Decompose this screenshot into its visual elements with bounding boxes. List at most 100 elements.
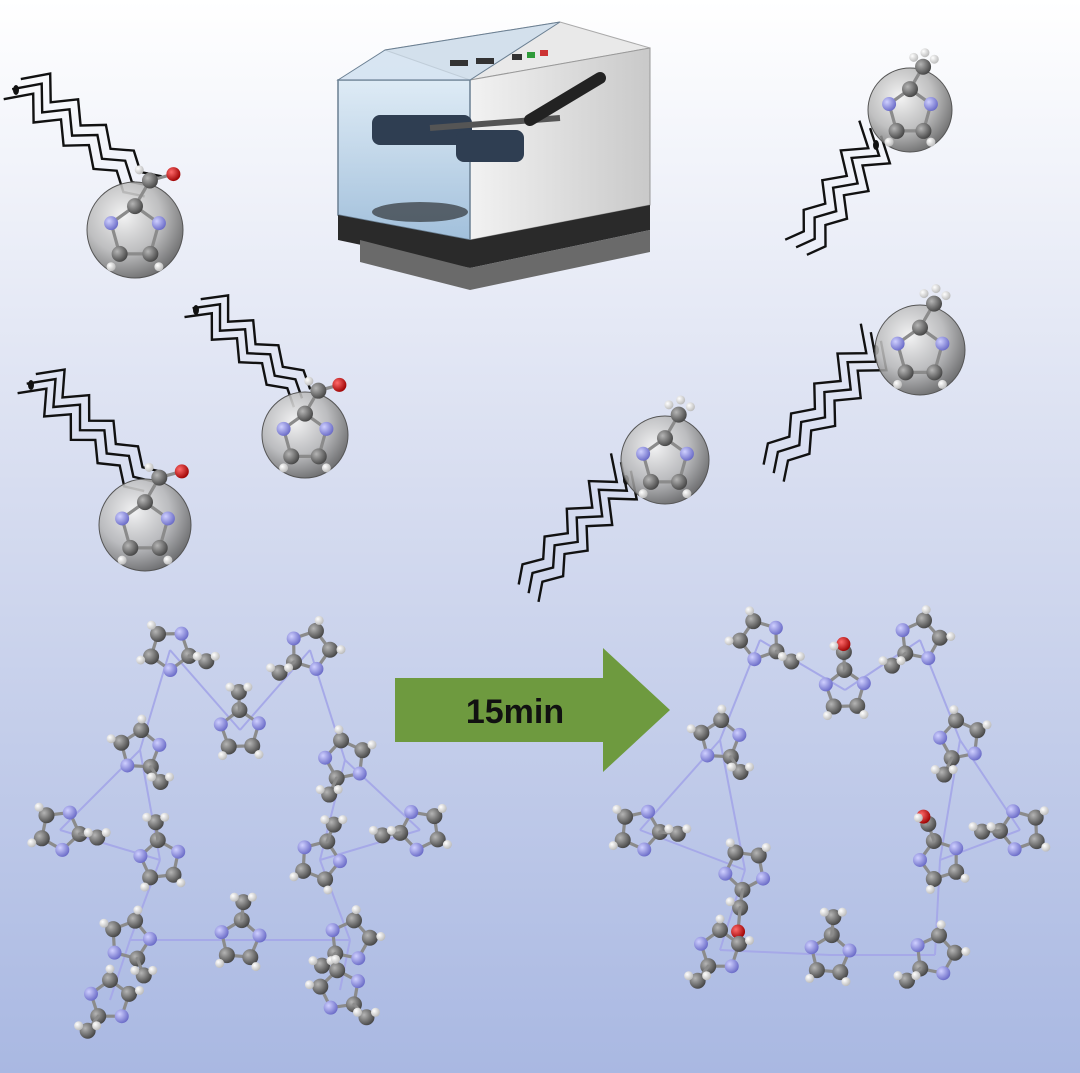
atom (198, 653, 215, 670)
atom (254, 750, 264, 760)
imidazole-molecule-icon (968, 804, 1051, 857)
atom (725, 897, 735, 907)
atom (312, 978, 329, 995)
atom (137, 714, 147, 724)
imidazole-molecule-icon (636, 395, 695, 499)
atom (684, 971, 694, 981)
atom (895, 623, 910, 638)
atom (310, 448, 327, 465)
atom (913, 813, 923, 823)
atom (756, 871, 771, 886)
atom (247, 892, 257, 902)
imidazole-molecule-icon (99, 905, 158, 984)
atom (693, 724, 710, 741)
atom (304, 376, 314, 386)
atom (404, 805, 419, 820)
atom (152, 737, 167, 752)
atom (745, 606, 755, 616)
milling-ball-icon (86, 165, 184, 279)
atom (919, 289, 929, 299)
atom (104, 216, 119, 231)
atom (151, 539, 168, 556)
atom (750, 847, 767, 864)
impact-burst-icon (3, 72, 162, 198)
atom (1006, 804, 1021, 819)
atom (334, 725, 344, 735)
atom (284, 663, 294, 673)
atom (637, 842, 652, 857)
atom (986, 822, 996, 832)
atom (700, 748, 715, 763)
atom (968, 822, 978, 832)
atom (367, 740, 377, 750)
atom (1041, 842, 1051, 852)
atom (133, 848, 148, 863)
atom (297, 405, 313, 422)
atom (252, 928, 267, 943)
atom (641, 804, 656, 819)
framework-structure-right (608, 605, 1051, 989)
atom (323, 885, 333, 895)
imidazole-molecule-icon (276, 376, 347, 473)
imidazole-molecule-icon (818, 637, 871, 721)
atom (795, 651, 805, 661)
atom (114, 1009, 129, 1024)
reaction-time-label: 15min (465, 692, 565, 731)
imidazole-molecule-icon (214, 892, 267, 972)
imidazole-molecule-icon (289, 815, 348, 895)
atom (717, 704, 727, 714)
milling-ball-icon (98, 462, 192, 572)
atom (702, 971, 712, 981)
impact-burst-icon (762, 323, 888, 482)
atom (147, 814, 164, 831)
atom (354, 742, 371, 759)
milling-ball-icon (620, 395, 710, 505)
atom (1027, 809, 1044, 826)
imidazole-molecule-icon (27, 802, 111, 857)
atom (937, 379, 947, 389)
atom (909, 52, 919, 62)
atom (982, 720, 992, 730)
atom (134, 985, 144, 995)
atom (642, 473, 659, 490)
atom (244, 737, 261, 754)
atom (724, 959, 739, 974)
atom (878, 656, 888, 666)
atom (83, 986, 98, 1001)
atom (163, 662, 178, 677)
atom (636, 446, 651, 461)
atom (686, 724, 696, 734)
atom (926, 364, 943, 381)
atom (308, 956, 318, 966)
imidazole-molecule-icon (608, 804, 692, 857)
atom (930, 927, 947, 944)
atom (612, 804, 622, 814)
atom (890, 336, 905, 351)
atom (808, 962, 825, 979)
atom (351, 951, 366, 966)
atom (332, 377, 347, 392)
atom (912, 319, 928, 336)
atom (842, 943, 857, 958)
atom (931, 284, 941, 294)
atom (137, 494, 153, 511)
atom (841, 977, 851, 987)
atom (150, 625, 167, 642)
atom (140, 882, 150, 892)
atom (897, 364, 914, 381)
atom (884, 137, 894, 147)
atom (915, 122, 932, 139)
atom (920, 48, 930, 58)
atom (266, 663, 276, 673)
atom (242, 949, 259, 966)
atom (926, 137, 936, 147)
atom (345, 912, 362, 929)
atom (829, 641, 839, 651)
atom (251, 716, 266, 731)
imidazole-molecule-icon (266, 615, 346, 681)
atom (745, 762, 755, 772)
atom (142, 812, 152, 822)
atom (670, 406, 687, 423)
imidazole-molecule-icon (684, 914, 754, 989)
